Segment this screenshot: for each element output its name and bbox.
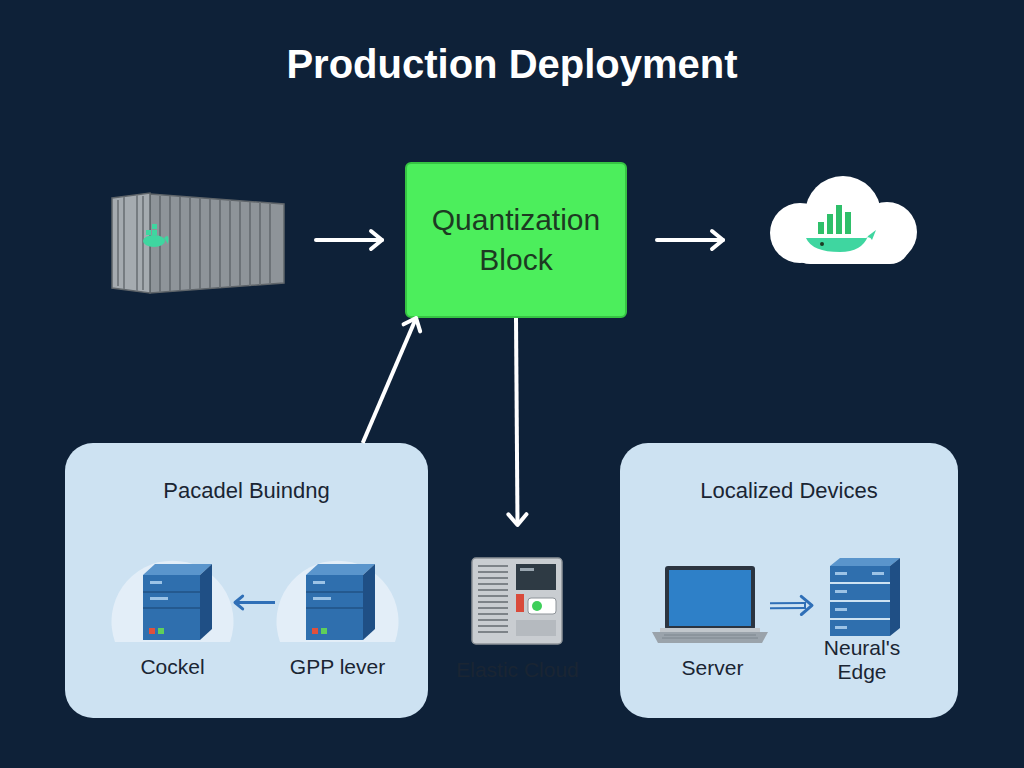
node-label: Cockel [110,655,235,679]
connector-line [363,318,416,443]
arrow-head [235,596,243,609]
node-label: Elastic Cloud [440,658,595,682]
appliance-icon [472,558,562,644]
flow-connector [235,596,275,609]
node-label: GPP lever [275,655,400,679]
group-panel: Pacadel BuindngCockel GPP lever [65,443,428,718]
connector-line [516,318,518,525]
flow-arrow [316,231,723,249]
cloud-illustration [770,176,917,264]
laptop-node: Server [655,555,770,685]
arrow-head [404,318,421,331]
flow-connector [508,318,526,525]
diagram-title: Production Deployment [0,40,1024,88]
node-label: Server [655,656,770,680]
laptop-icon [652,566,768,643]
process-box: Quantization Block [405,162,627,318]
connector-gap [770,604,804,607]
container-illustration [112,193,284,293]
server-node: GPP lever [275,520,400,685]
connector-line [235,601,275,604]
node-label: Neural's Edge [812,636,912,684]
server-icon [143,564,212,640]
node-label: Pacadel Buindng [65,479,428,503]
server-icon [306,564,375,640]
flow-connector [770,596,812,614]
group-panel: Localized DevicesServer Neural's Edge [620,443,958,718]
connector-line [770,602,806,609]
flow-connector [363,318,421,443]
server-node: Cockel [110,520,235,685]
arrow-head [508,514,526,525]
server-stack-node: Neural's Edge [812,555,912,695]
appliance-node: Elastic Cloud [440,525,595,690]
server-stack-icon [830,558,900,636]
icon-backdrop [111,561,398,642]
arrow-head [801,596,812,614]
node-label: Quantization Block [427,200,605,280]
node-label: Localized Devices [620,479,958,503]
